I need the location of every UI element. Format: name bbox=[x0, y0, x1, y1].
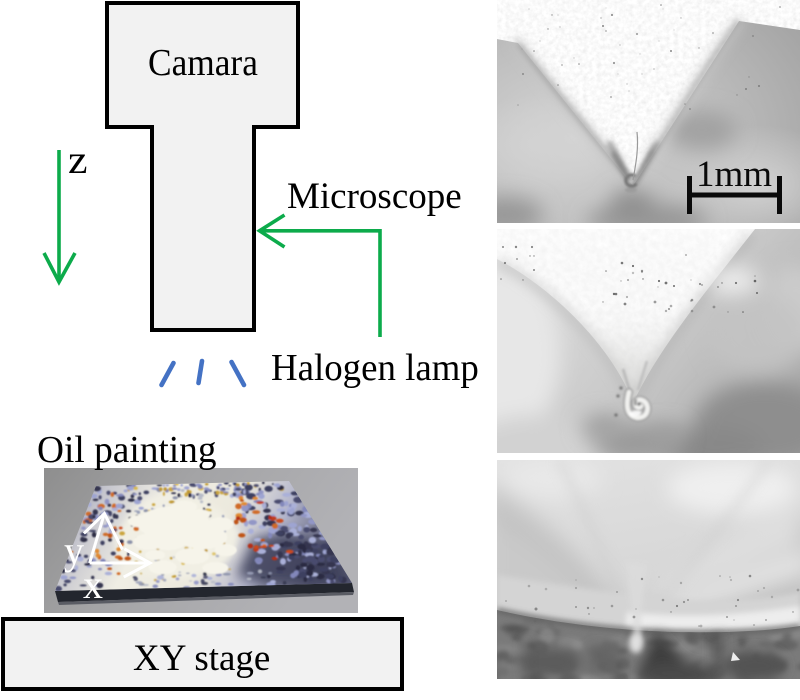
svg-text:1mm: 1mm bbox=[696, 154, 772, 195]
svg-text:x: x bbox=[83, 562, 103, 607]
svg-text:y: y bbox=[64, 528, 84, 573]
